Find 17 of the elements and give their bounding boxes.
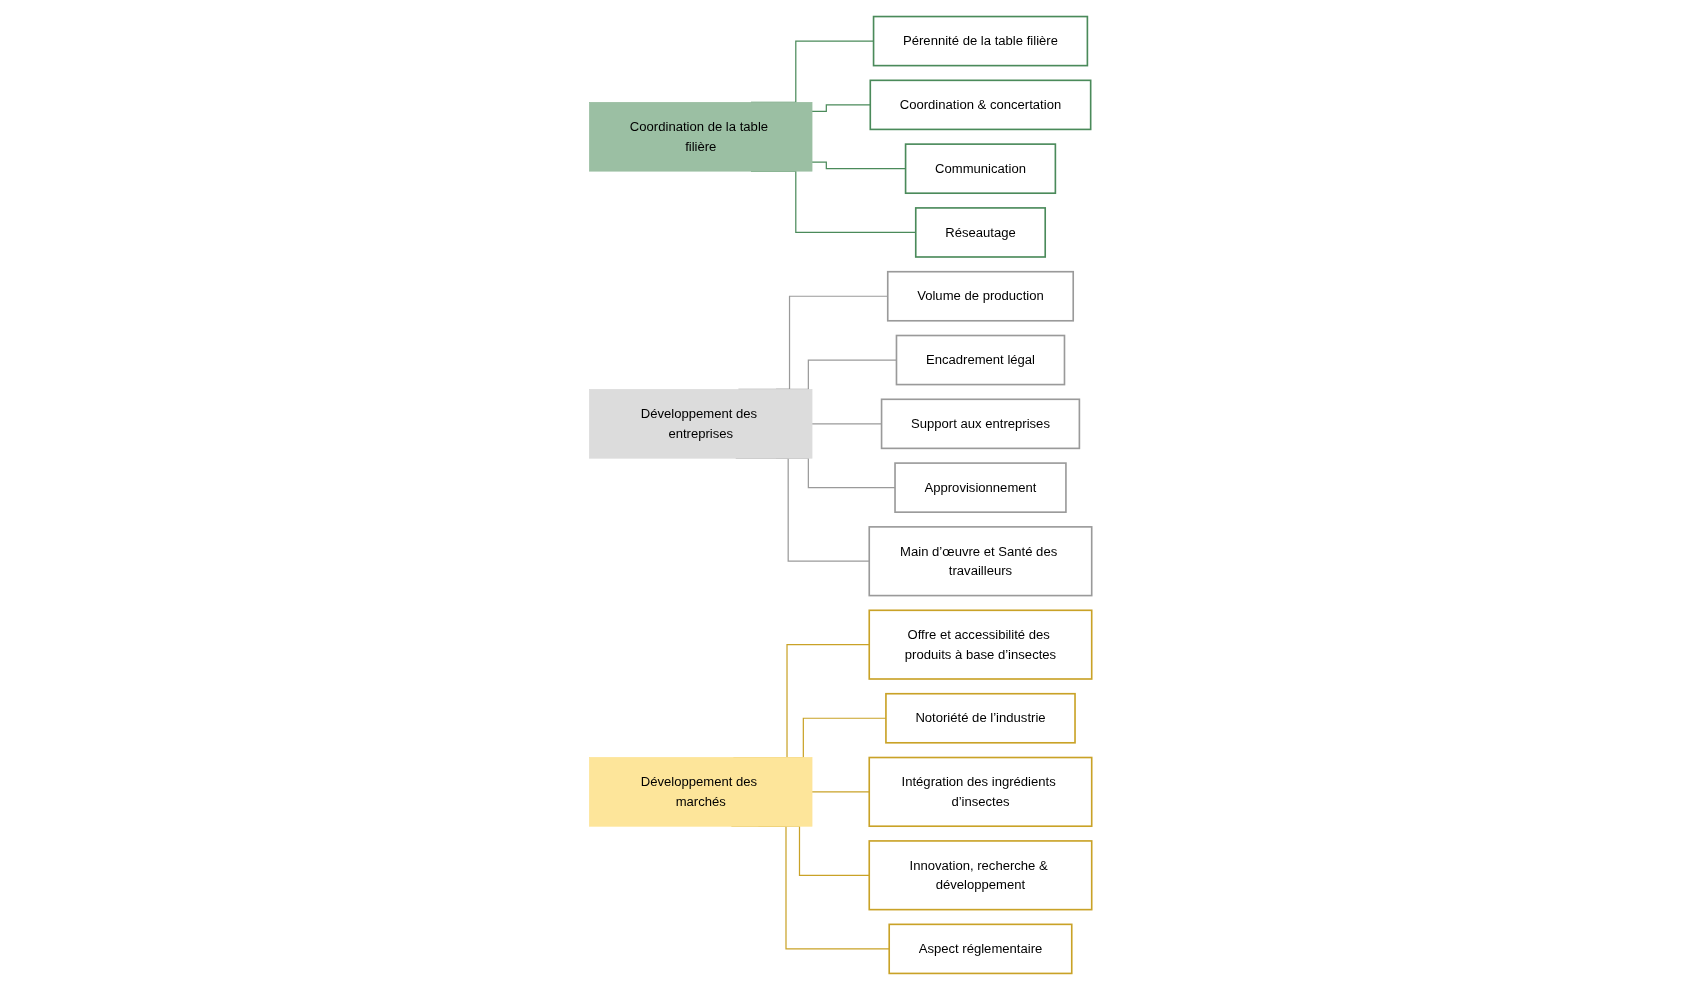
node-box: Pérennité de la table filière — [873, 15, 1089, 67]
node-box: Communication — [905, 143, 1057, 195]
node-box: Main d’œuvre et Santé des travailleurs — [868, 526, 1093, 597]
node-box: Support aux entreprises — [881, 398, 1081, 450]
node-box: Notoriété de l’industrie — [885, 692, 1077, 744]
node-box: Innovation, recherche & développement — [868, 840, 1093, 911]
node-box: Réseautage — [915, 207, 1047, 258]
node-box: Approvisionnement — [894, 462, 1068, 513]
node-box: Aspect réglementaire — [888, 923, 1073, 975]
node-box: Coordination de la table filière — [589, 102, 813, 172]
node-box: Offre et accessibilité des produits à base d’insectes — [868, 609, 1093, 680]
node-box: Développement des marchés — [589, 757, 813, 827]
node-box: Développement des entreprises — [589, 389, 813, 459]
node-box: Intégration des ingrédients d’insectes — [868, 756, 1093, 828]
node-box: Encadrement légal — [896, 334, 1066, 386]
node-box: Volume de production — [887, 270, 1075, 322]
node-box: Coordination & concertation — [869, 79, 1092, 131]
